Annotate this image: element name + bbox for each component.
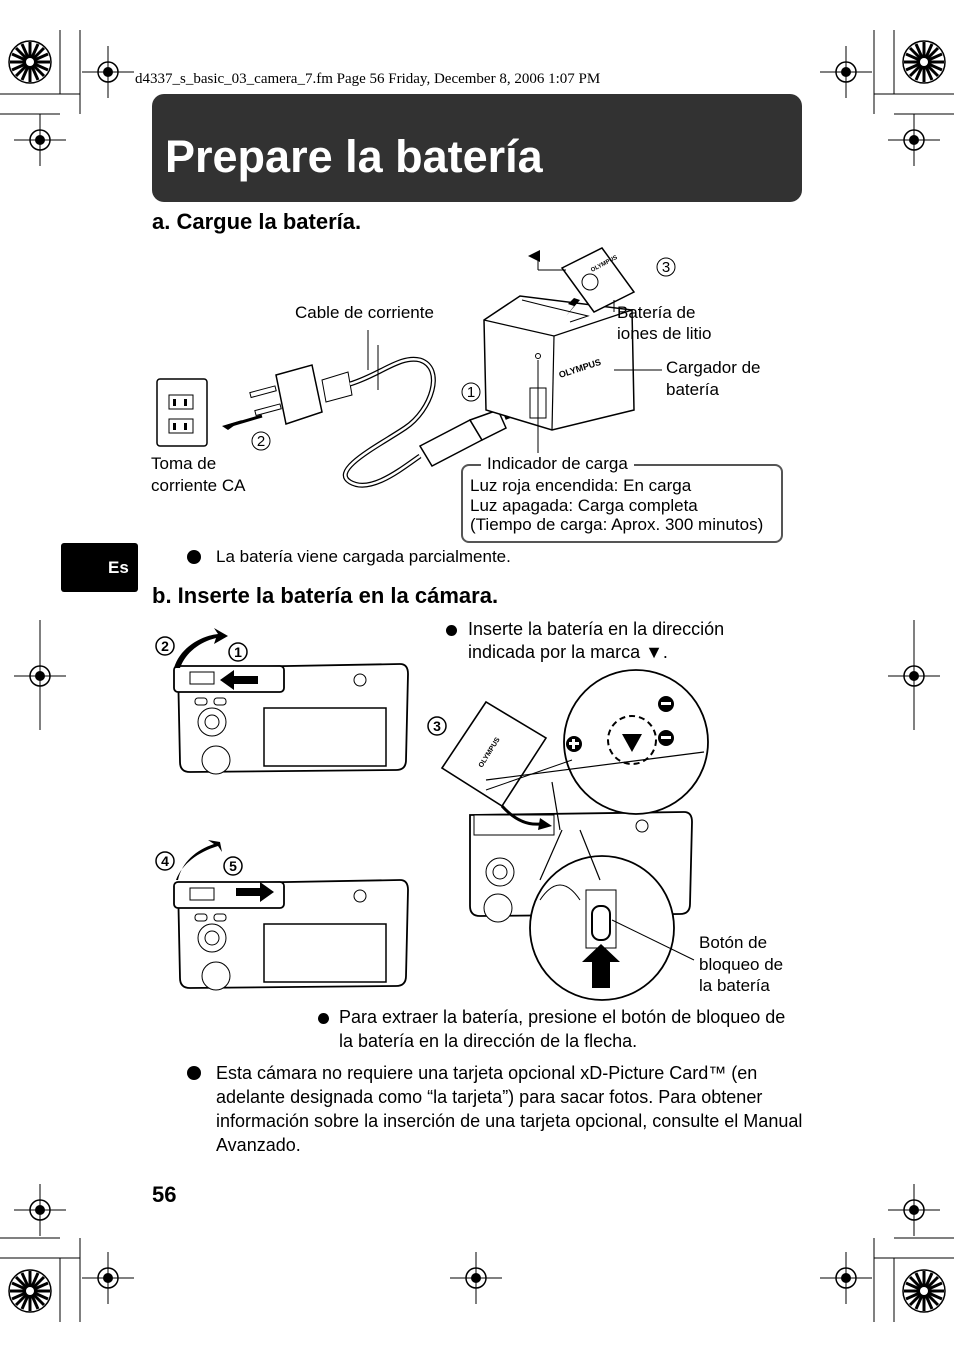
language-tab-label: Es <box>108 558 129 577</box>
insertion-mark-icon <box>622 734 642 752</box>
bullet-icon <box>187 550 201 564</box>
svg-text:2: 2 <box>161 638 169 654</box>
lock-button-label-line3: la batería <box>699 976 770 995</box>
camera-close-step <box>173 840 409 991</box>
outlet-label-line1: Toma de <box>151 454 217 473</box>
section-a-heading: a. Cargue la batería. <box>152 209 362 234</box>
remove-instruction: Para extraer la batería, presione el bot… <box>339 1007 786 1051</box>
svg-text:1: 1 <box>467 384 475 401</box>
svg-text:2: 2 <box>257 433 265 450</box>
power-cable-label: Cable de corriente <box>295 303 434 322</box>
slide-left-arrow-icon <box>220 670 258 690</box>
battery-arrow-icon <box>528 250 540 262</box>
svg-text:3: 3 <box>662 259 670 276</box>
battery-label-line1: Batería de <box>617 303 696 322</box>
charge-indicator-label: Indicador de carga <box>481 453 634 474</box>
lock-button-label-line2: bloqueo de <box>699 955 784 974</box>
bullet-icon <box>446 625 457 636</box>
lift-arrow-icon <box>174 628 228 668</box>
power-plug <box>275 364 323 425</box>
info-line-3: (Tiempo de carga: Aprox. 300 minutos) <box>470 515 764 534</box>
charger-label-line1: Cargador de <box>666 358 761 377</box>
outlet-label-line2: corriente CA <box>151 476 246 495</box>
push-up-arrow-icon <box>582 944 620 988</box>
info-line-2: Luz apagada: Carga completa <box>470 496 698 515</box>
battery-charger <box>483 295 635 431</box>
language-tab <box>61 543 138 592</box>
camera-insert-step: OLYMPUS <box>440 669 709 1001</box>
battery-inserting <box>440 700 548 808</box>
insert-instruction-line1: Inserte la batería en la dirección <box>468 619 725 639</box>
svg-text:4: 4 <box>161 853 169 869</box>
info-line-1: Luz roja encendida: En carga <box>470 476 692 495</box>
charger-label-line2: batería <box>666 380 719 399</box>
page-title: Prepare la batería <box>165 131 543 182</box>
card-note: Esta cámara no requiere una tarjeta opci… <box>216 1063 803 1155</box>
bullet-icon <box>318 1013 329 1024</box>
svg-text:1: 1 <box>234 644 242 660</box>
lock-button-label-line1: Botón de <box>699 933 768 952</box>
svg-text:3: 3 <box>433 718 441 734</box>
insert-instruction-line2: indicada por la marca ▼. <box>468 642 668 662</box>
close-arrow-icon <box>176 840 222 880</box>
battery-lock-button <box>591 905 611 941</box>
svg-text:5: 5 <box>229 858 237 874</box>
title-banner <box>152 94 802 202</box>
slide-right-arrow-icon <box>236 882 274 902</box>
file-header-line: d4337_s_basic_03_camera_7.fm Page 56 Fri… <box>135 71 601 87</box>
charge-indicator-box <box>461 464 783 543</box>
bullet-icon <box>187 1066 201 1080</box>
page-number: 56 <box>152 1182 177 1207</box>
battery-label-line2: iones de litio <box>617 324 712 343</box>
partial-charge-note: La batería viene cargada parcialmente. <box>216 547 511 566</box>
camera-open-step <box>173 628 409 775</box>
section-b-heading: b. Inserte la batería en la cámara. <box>152 583 499 608</box>
